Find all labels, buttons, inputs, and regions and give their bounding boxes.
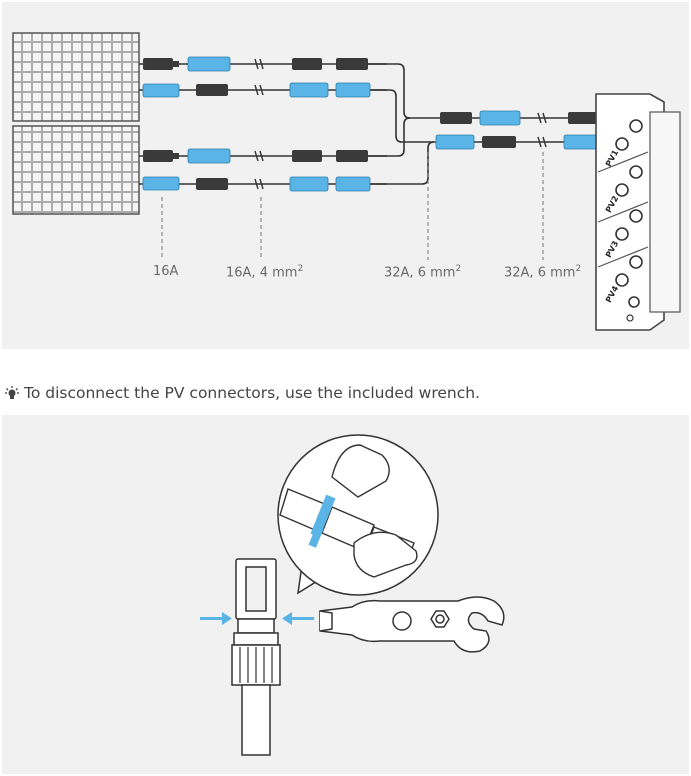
rating-label: 32A, 6 mm2 xyxy=(384,264,462,281)
blue-connector xyxy=(187,56,231,72)
cable-breaks xyxy=(254,58,547,190)
leader-lines xyxy=(161,152,544,260)
solar-panel-2 xyxy=(12,125,140,215)
connectors xyxy=(142,56,603,192)
blue-connector xyxy=(187,148,231,164)
wrench-illustration xyxy=(200,434,505,756)
blue-connector xyxy=(479,110,521,126)
blue-connector xyxy=(335,82,371,98)
black-connector xyxy=(336,150,368,162)
solar-panel-1 xyxy=(12,32,140,122)
black-connector xyxy=(292,150,322,162)
blue-connector xyxy=(335,176,371,192)
wrench-illustration-panel xyxy=(2,415,689,774)
pv-connector xyxy=(231,558,281,756)
tip-text: To disconnect the PV connectors, use the… xyxy=(24,384,480,402)
cables xyxy=(139,63,607,185)
blue-connector xyxy=(289,176,329,192)
black-connector xyxy=(482,136,516,148)
black-connector xyxy=(440,112,472,124)
tip: To disconnect the PV connectors, use the… xyxy=(4,382,480,404)
black-connector xyxy=(336,58,368,70)
wiring-diagram xyxy=(12,32,681,331)
zoom-callout xyxy=(277,434,439,596)
inverter xyxy=(595,93,681,331)
black-connector xyxy=(196,84,228,96)
wrench-icon xyxy=(319,596,505,653)
black-connector xyxy=(568,112,598,124)
press-arrow-icon xyxy=(200,612,314,625)
black-connector xyxy=(196,178,228,190)
blue-connector xyxy=(142,83,180,98)
lightbulb-icon xyxy=(4,385,20,401)
black-connector xyxy=(143,58,179,70)
rating-label: 16A, 4 mm2 xyxy=(226,264,304,281)
black-connector xyxy=(292,58,322,70)
black-connector xyxy=(143,150,179,162)
wiring-diagram-panel: PV1 PV2 PV3 PV4 16A 16A, 4 mm2 32A, 6 mm… xyxy=(2,2,689,349)
rating-label: 32A, 6 mm2 xyxy=(504,264,582,281)
blue-connector xyxy=(435,134,475,150)
blue-connector xyxy=(289,82,329,98)
blue-connector xyxy=(142,176,180,191)
rating-label: 16A xyxy=(153,264,179,279)
